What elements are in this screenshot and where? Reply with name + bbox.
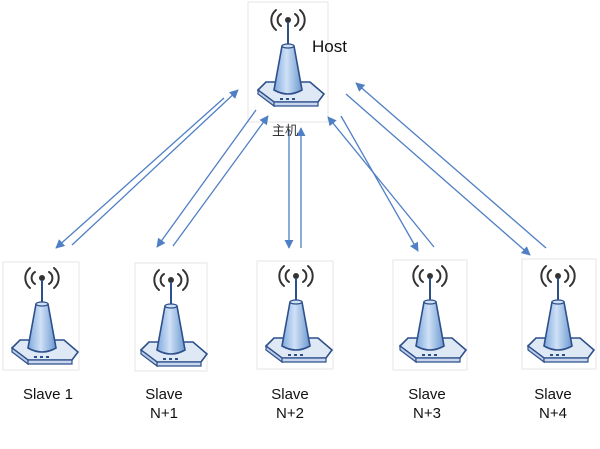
slave-1-label: Slave 1 [8,385,88,404]
slave-n3-label-line2: N+3 [413,405,441,422]
slave-n2-label-line1: Slave [271,386,309,403]
slave-n1-label-line2: N+1 [150,405,178,422]
slave-1-antenna-icon [11,267,79,365]
slave-n1-label: Slave N+1 [124,385,204,423]
arrow-slave-n4-to-host [355,82,547,249]
slave-n4-label-line1: Slave [534,386,572,403]
slave-n1-label-line1: Slave [145,386,183,403]
slave-n2-label-line2: N+2 [276,405,304,422]
arrow-host-to-slave-n3 [340,115,419,252]
arrow-host-to-slave-1 [55,97,225,249]
host-sublabel: 主机 [272,124,299,139]
arrow-host-to-slave-n4 [345,93,531,256]
slave-n4-label: Slave N+4 [513,385,593,423]
device-frames [2,1,597,372]
slave-n2-antenna-icon [265,265,333,363]
slave-n3-label: Slave N+3 [387,385,467,423]
arrow-slave-n1-to-host [172,115,269,247]
slave-n1-antenna-icon [140,269,208,367]
arrow-host-to-slave-n1 [156,109,257,248]
host-antenna-icon [257,9,325,107]
slave-n3-antenna-icon [399,265,467,363]
host-label: Host [312,37,347,56]
slave-n3-label-line1: Slave [408,386,446,403]
slave-1-label-line1: Slave 1 [22,386,74,403]
connection-arrows [55,82,547,256]
slave-n4-antenna-icon [527,265,595,363]
arrow-slave-n3-to-host [327,116,435,248]
slave-n4-label-line2: N+4 [539,405,567,422]
slave-n2-label: Slave N+2 [250,385,330,423]
arrow-slave-1-to-host [71,89,239,246]
